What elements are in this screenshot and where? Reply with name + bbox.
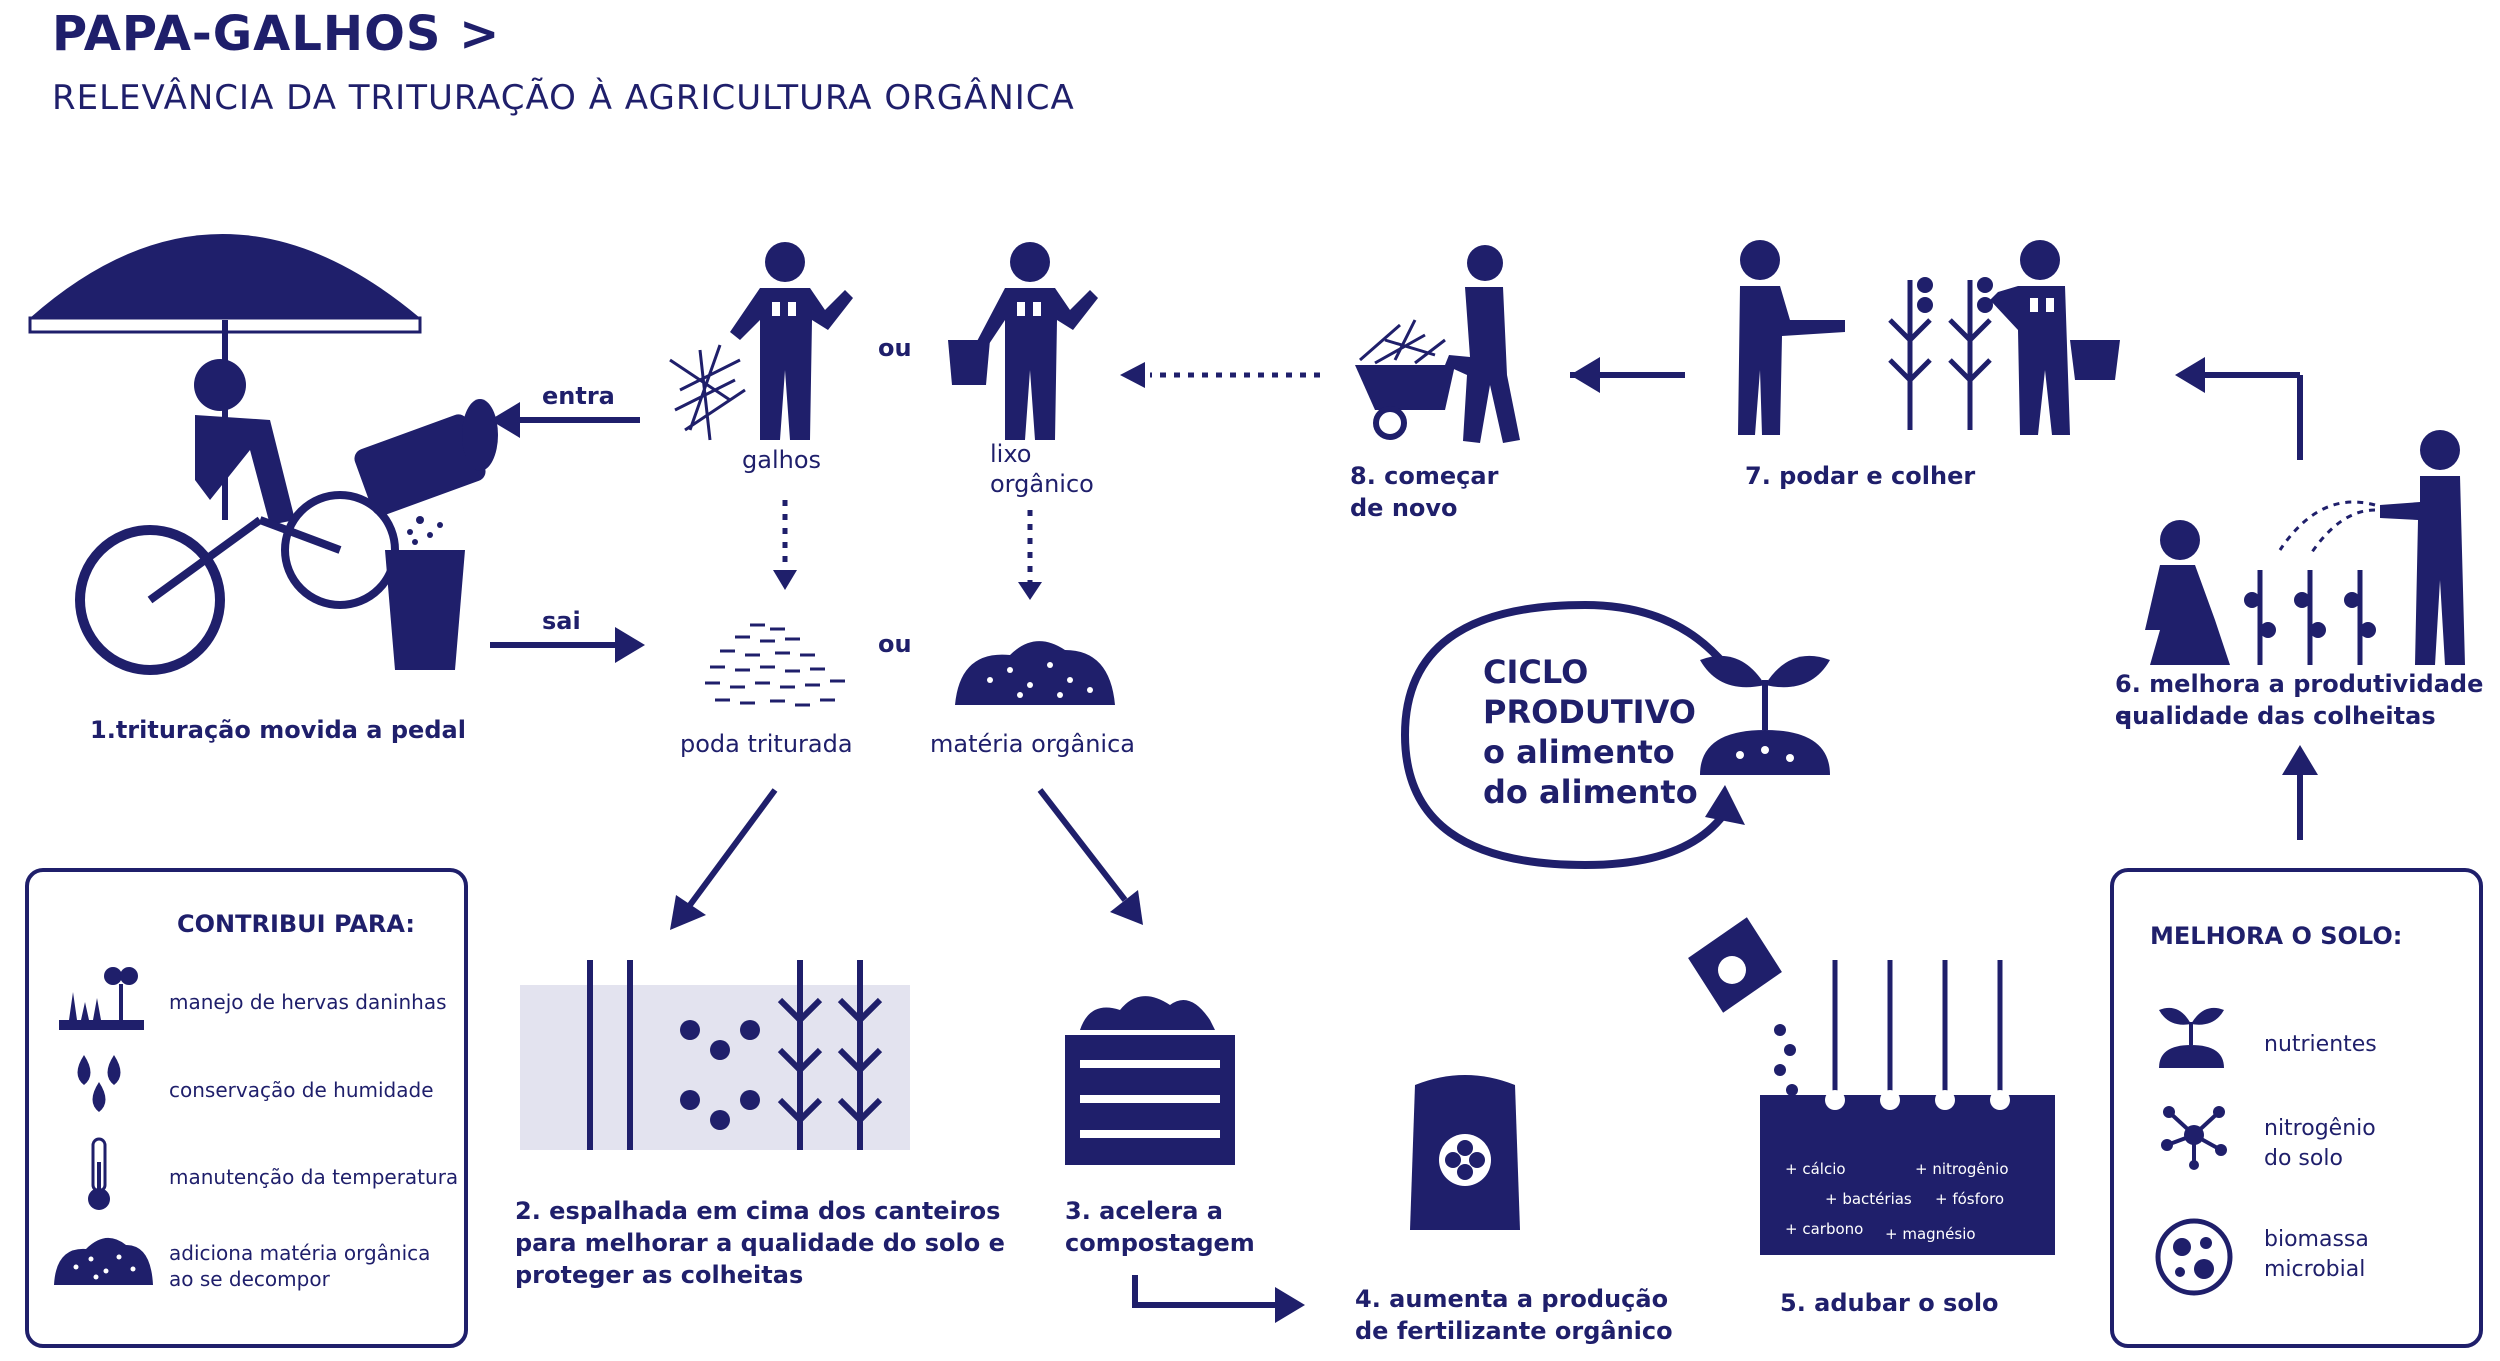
step-2-line2: para melhorar a qualidade do solo e — [515, 1229, 1005, 1257]
cycle-line4: do alimento — [1483, 773, 1698, 811]
cycle-arrow-icon — [1400, 600, 1745, 870]
compost-crate-icon — [1065, 996, 1235, 1165]
umbrella-canopy — [30, 234, 420, 318]
label-materia-organica: matéria orgânica — [930, 730, 1135, 758]
weeds-icon — [59, 967, 144, 1030]
cycle-line3: o alimento — [1483, 733, 1675, 771]
sprout-soil-icon — [1700, 655, 1830, 775]
worker-bucket-icon — [948, 242, 1098, 440]
fertilizer-sack-icon — [1410, 1075, 1520, 1230]
step-7-label: 7. podar e colher — [1745, 462, 1976, 490]
soil-bacterias: + bactérias — [1825, 1190, 1912, 1208]
gardeners-watering-icon — [2145, 430, 2465, 665]
step-5-label: 5. adubar o solo — [1780, 1289, 1999, 1317]
thermometer-icon — [88, 1137, 110, 1210]
step-4-line1: 4. aumenta a produção — [1355, 1285, 1669, 1313]
soil-fosforo: + fósforo — [1935, 1190, 2005, 1208]
contribui-item-2: conservação de humidade — [169, 1078, 434, 1102]
soil-nitrogenio: + nitrogênio — [1915, 1160, 2009, 1178]
contribui-item-3: manutenção da temperatura — [169, 1165, 459, 1189]
compost-mound-icon — [54, 1237, 153, 1285]
melhora-item-1: nutrientes — [2264, 1032, 2377, 1057]
page-title: PAPA-GALHOS > — [52, 6, 501, 62]
soil-calcio: + cálcio — [1785, 1160, 1846, 1178]
label-galhos: galhos — [742, 446, 822, 474]
mulched-beds-illustration — [520, 960, 910, 1150]
contribui-heading: CONTRIBUI PARA: — [177, 910, 416, 938]
microbe-icon — [2155, 1218, 2233, 1296]
label-entra: entra — [542, 382, 615, 410]
step-2-line3: proteger as colheitas — [515, 1261, 804, 1289]
label-sai: sai — [542, 607, 581, 635]
worker-branches-icon — [669, 242, 853, 441]
sprout-soil-small-icon — [2159, 1007, 2224, 1068]
step-2-line1: 2. espalhada em cima dos canteiros — [515, 1197, 1001, 1225]
step-3-line2: compostagem — [1065, 1229, 1255, 1257]
step-6-line1: 6. melhora a produtividade e — [2115, 670, 2484, 730]
melhora-heading: MELHORA O SOLO: — [2150, 922, 2403, 950]
melhora-item-3-line2: microbial — [2264, 1257, 2366, 1282]
label-poda-triturada: poda triturada — [680, 730, 853, 758]
melhora-box: MELHORA O SOLO: nutrientes nitrogênio do… — [2110, 868, 2483, 1348]
contribui-item-4-line1: adiciona matéria orgânica — [169, 1241, 431, 1265]
shredded-prunings-icon — [705, 623, 845, 707]
soil-carbono: + carbono — [1785, 1220, 1864, 1238]
water-drops-icon — [77, 1055, 121, 1112]
contribui-box: CONTRIBUI PARA: manejo de hervas daninha… — [25, 868, 468, 1348]
contribui-item-1: manejo de hervas daninhas — [169, 990, 447, 1014]
label-ou-top: ou — [878, 334, 912, 362]
melhora-item-3-line1: biomassa — [2264, 1227, 2369, 1252]
label-lixo-1: lixo — [990, 440, 1032, 468]
label-lixo-2: orgânico — [990, 470, 1094, 498]
fertilized-soil-illustration — [1688, 917, 2055, 1255]
melhora-item-2-line1: nitrogênio — [2264, 1116, 2376, 1141]
step-6-line2: qualidade das colheitas — [2115, 702, 2436, 730]
contribui-item-4-line2: ao se decompor — [169, 1267, 330, 1291]
pruning-harvest-icon — [1738, 240, 2120, 435]
cycle-line1: CICLO — [1483, 653, 1589, 691]
step-4-line2: de fertilizante orgânico — [1355, 1317, 1673, 1345]
step-8-line1: 8. começar — [1350, 462, 1499, 490]
step-8-line2: de novo — [1350, 494, 1458, 522]
step-1-label: 1.trituração movida a pedal — [90, 716, 466, 744]
label-ou-mid: ou — [878, 630, 912, 658]
pedal-shredder-illustration — [28, 234, 498, 675]
step-3-line1: 3. acelera a — [1065, 1197, 1223, 1225]
page-subtitle: RELEVÂNCIA DA TRITURAÇÃO À AGRICULTURA O… — [52, 78, 1075, 118]
organic-matter-mound-icon — [955, 641, 1115, 705]
cycle-line2: PRODUTIVO — [1483, 693, 1696, 731]
soil-magnesio: + magnésio — [1885, 1225, 1976, 1243]
melhora-item-2-line2: do solo — [2264, 1146, 2343, 1171]
wheelbarrow-worker-icon — [1355, 245, 1520, 443]
molecule-icon — [2161, 1106, 2227, 1170]
